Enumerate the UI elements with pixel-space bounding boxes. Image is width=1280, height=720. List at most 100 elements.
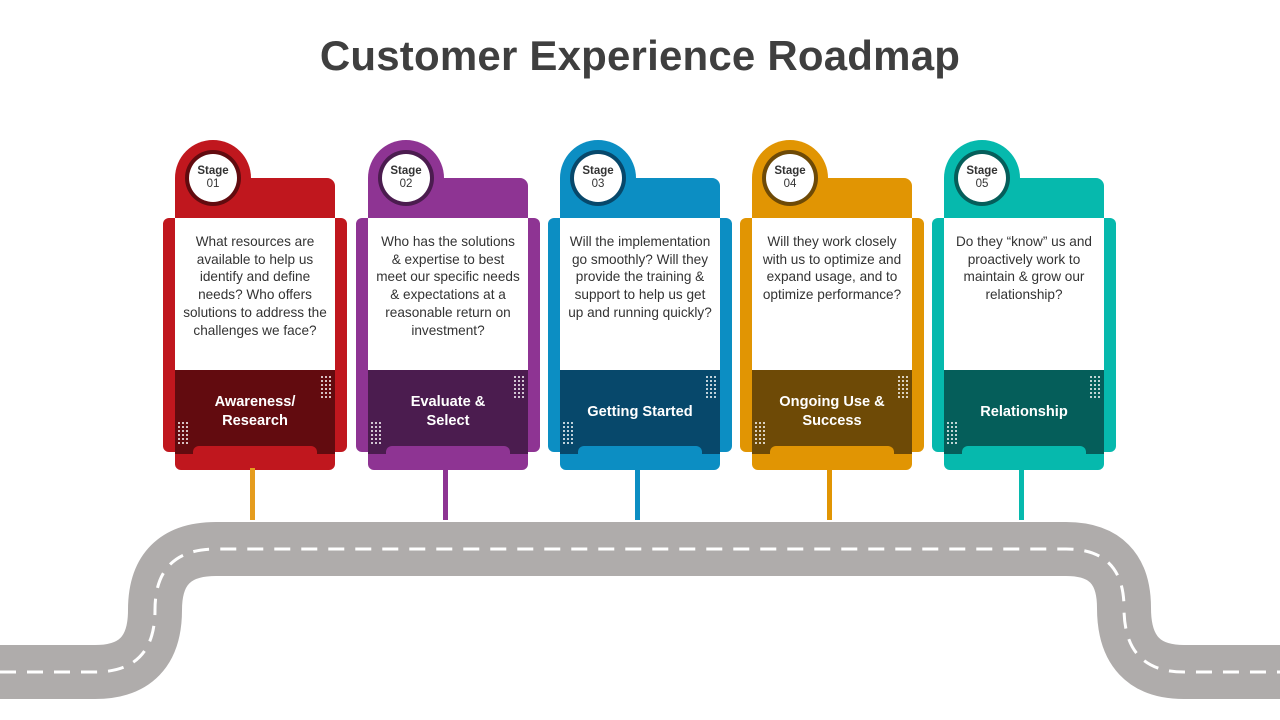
pattern-dot <box>518 384 520 386</box>
pattern-dot <box>182 422 184 424</box>
pattern-dot <box>321 380 323 382</box>
pattern-dot <box>902 376 904 378</box>
description-panel <box>752 218 912 372</box>
pattern-dot <box>759 442 761 444</box>
pattern-dot <box>186 426 188 428</box>
dots-pattern-bottom-left <box>755 422 767 446</box>
pattern-dot <box>706 388 708 390</box>
pattern-dot <box>375 430 377 432</box>
title-box-notch <box>193 446 317 456</box>
pattern-dot <box>379 426 381 428</box>
title-box-notch <box>962 446 1086 456</box>
dots-pattern-top-right <box>1090 376 1102 400</box>
pattern-dot <box>182 442 184 444</box>
dots-pattern-top-right <box>514 376 526 400</box>
pattern-dot <box>951 438 953 440</box>
stage-card-3: Will the implementation go smoothly? Wil… <box>548 140 732 522</box>
pattern-dot <box>947 430 949 432</box>
pattern-dot <box>710 392 712 394</box>
pattern-dot <box>321 384 323 386</box>
stage-description: Will the implementation go smoothly? Wil… <box>568 234 712 320</box>
pattern-dot <box>182 438 184 440</box>
pattern-dot <box>951 430 953 432</box>
pattern-dot <box>563 430 565 432</box>
pattern-dot <box>182 426 184 428</box>
stage-description: Will they work closely with us to optimi… <box>762 234 902 303</box>
stage-pole-1 <box>250 468 255 520</box>
pattern-dot <box>951 434 953 436</box>
stage-title-wrap: Ongoing Use & Success <box>752 370 912 454</box>
pattern-dot <box>714 376 716 378</box>
pattern-dot <box>571 422 573 424</box>
dots-pattern-bottom-left <box>371 422 383 446</box>
stage-badge: Stage 02 <box>382 154 430 202</box>
pattern-dot <box>186 442 188 444</box>
pattern-dot <box>898 392 900 394</box>
pattern-dot <box>706 392 708 394</box>
stage-card-5: Do they “know” us and proactively work t… <box>932 140 1116 522</box>
pattern-dot <box>371 426 373 428</box>
pattern-dot <box>518 388 520 390</box>
pattern-dot <box>1098 376 1100 378</box>
pattern-dot <box>375 438 377 440</box>
pattern-dot <box>375 434 377 436</box>
pattern-dot <box>955 430 957 432</box>
pattern-dot <box>755 430 757 432</box>
stage-title: Getting Started <box>587 403 693 420</box>
pattern-dot <box>371 430 373 432</box>
stage-description: What resources are available to help us … <box>183 234 327 338</box>
pattern-dot <box>518 396 520 398</box>
pattern-dot <box>947 442 949 444</box>
pattern-dot <box>567 438 569 440</box>
pattern-dot <box>321 376 323 378</box>
pattern-dot <box>759 422 761 424</box>
pattern-dot <box>563 442 565 444</box>
pattern-dot <box>321 392 323 394</box>
pattern-dot <box>1094 380 1096 382</box>
pattern-dot <box>371 434 373 436</box>
pattern-dot <box>182 430 184 432</box>
pattern-dot <box>375 442 377 444</box>
pattern-dot <box>329 392 331 394</box>
pattern-dot <box>714 388 716 390</box>
pattern-dot <box>763 430 765 432</box>
pattern-dot <box>1098 396 1100 398</box>
pattern-dot <box>1098 384 1100 386</box>
pattern-dot <box>902 392 904 394</box>
pattern-dot <box>567 422 569 424</box>
pattern-dot <box>321 396 323 398</box>
pattern-dot <box>951 442 953 444</box>
pattern-dot <box>325 376 327 378</box>
pattern-dot <box>567 434 569 436</box>
road-surface <box>0 522 1280 699</box>
pattern-dot <box>571 434 573 436</box>
pattern-dot <box>178 434 180 436</box>
stage-badge-number: 04 <box>783 178 797 190</box>
pattern-dot <box>710 380 712 382</box>
stage-badge-label: Stage <box>197 165 229 177</box>
stage-pole-5 <box>1019 468 1024 520</box>
description-panel <box>175 218 335 372</box>
pattern-dot <box>706 380 708 382</box>
pattern-dot <box>898 384 900 386</box>
pattern-dot <box>906 392 908 394</box>
pattern-dot <box>714 384 716 386</box>
pattern-dot <box>898 388 900 390</box>
pattern-dot <box>1090 376 1092 378</box>
pattern-dot <box>706 396 708 398</box>
stage-title: Evaluate & Select <box>410 394 486 429</box>
stage-badge-number: 01 <box>206 178 220 190</box>
pattern-dot <box>710 376 712 378</box>
pattern-dot <box>714 396 716 398</box>
pattern-dot <box>755 422 757 424</box>
pattern-dot <box>906 384 908 386</box>
pattern-dot <box>375 426 377 428</box>
pattern-dot <box>759 426 761 428</box>
stage-badge-label: Stage <box>774 165 806 177</box>
pattern-dot <box>955 422 957 424</box>
pattern-dot <box>567 442 569 444</box>
road-center-dashes <box>0 547 1280 674</box>
pattern-dot <box>518 392 520 394</box>
pattern-dot <box>955 426 957 428</box>
pattern-dot <box>329 376 331 378</box>
